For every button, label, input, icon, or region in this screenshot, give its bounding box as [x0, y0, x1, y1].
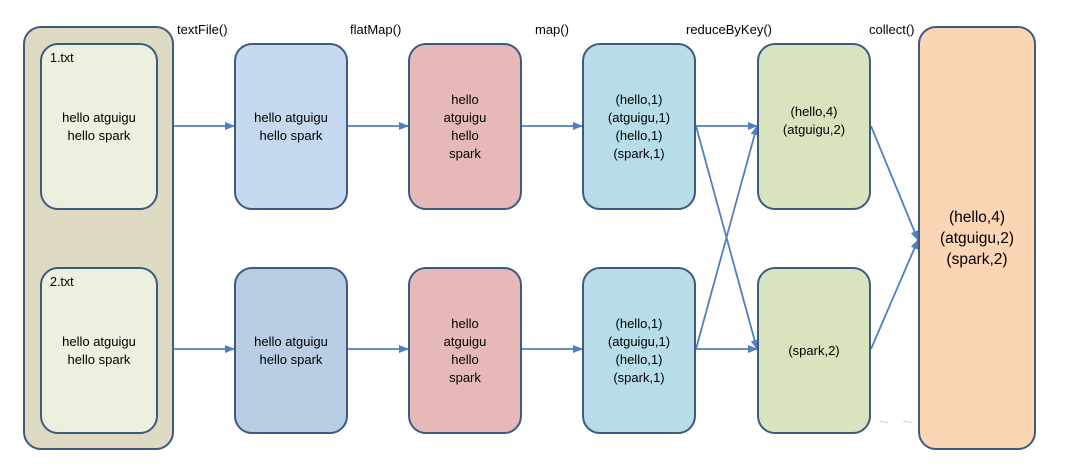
collect-result-box: (hello,4) (atguigu,2) (spark,2) — [918, 26, 1036, 450]
collect-result-text: (hello,4) (atguigu,2) (spark,2) — [939, 208, 1015, 268]
flatmap-partition-2-text: hello atguigu hello spark — [443, 315, 487, 385]
flatmap-partition-1: hello atguigu hello spark — [408, 43, 522, 210]
textfile-partition-2-text: hello atguigu hello spark — [254, 333, 328, 367]
flatmap-partition-2: hello atguigu hello spark — [408, 267, 522, 434]
op-label-flatmap: flatMap() — [350, 22, 402, 37]
op-label-reducebykey: reduceByKey() — [686, 22, 772, 37]
file-name-1: 1.txt — [50, 51, 74, 65]
file-name-2: 2.txt — [50, 275, 74, 289]
textfile-partition-1-text: hello atguigu hello spark — [254, 109, 328, 143]
reduce-partition-1-text: (hello,4) (atguigu,2) — [782, 103, 846, 137]
watermark-graphic: ~ ~ ~ ~ ~ — [808, 412, 917, 432]
op-label-collect: collect() — [869, 22, 915, 37]
flatmap-partition-1-text: hello atguigu hello spark — [443, 91, 487, 161]
reduce-partition-1: (hello,4) (atguigu,2) — [757, 43, 871, 210]
arrow-reduce1-to-collect — [870, 125, 919, 241]
reduce-partition-2: (spark,2) — [757, 267, 871, 434]
file-box-2: 2.txt hello atguigu hello spark — [40, 267, 158, 434]
arrow-reduce2-to-collect — [870, 239, 919, 350]
textfile-partition-2: hello atguigu hello spark — [234, 267, 348, 434]
map-partition-1: (hello,1) (atguigu,1) (hello,1) (spark,1… — [582, 43, 696, 210]
arrow-map2-to-reduce1 — [695, 125, 759, 350]
file-content-2: hello atguigu hello spark — [62, 333, 136, 367]
map-partition-2-text: (hello,1) (atguigu,1) (hello,1) (spark,1… — [607, 315, 671, 385]
textfile-partition-1: hello atguigu hello spark — [234, 43, 348, 210]
reduce-partition-2-text: (spark,2) — [788, 342, 840, 358]
op-label-map: map() — [535, 22, 569, 37]
op-label-textfile: textFile() — [177, 22, 228, 37]
file-content-1: hello atguigu hello spark — [62, 109, 136, 143]
file-box-1: 1.txt hello atguigu hello spark — [40, 43, 158, 210]
map-partition-1-text: (hello,1) (atguigu,1) (hello,1) (spark,1… — [607, 91, 671, 161]
map-partition-2: (hello,1) (atguigu,1) (hello,1) (spark,1… — [582, 267, 696, 434]
